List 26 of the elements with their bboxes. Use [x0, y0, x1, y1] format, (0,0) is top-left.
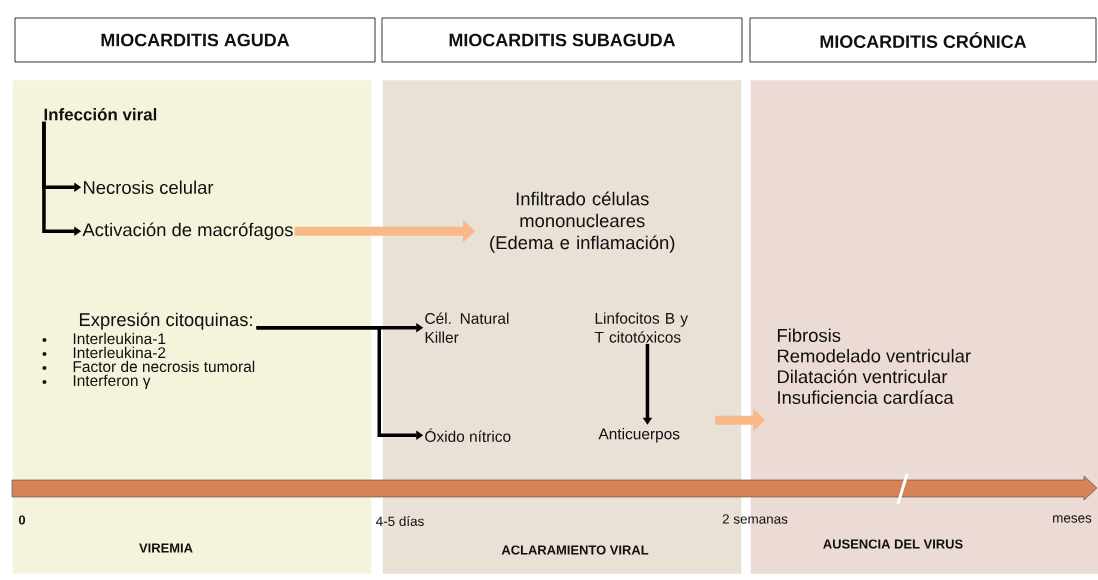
phase-label: VIREMIA [139, 543, 193, 553]
label-text: Necrosis celular [83, 180, 214, 194]
node-label: Factor de necrosis tumoral [73, 360, 255, 373]
timeline-label: 2 semanas [722, 514, 788, 524]
node-label: Expresión citoquinas: [79, 312, 252, 330]
timeline-label: 0 [18, 515, 26, 525]
phase-label: AUSENCIA DEL VIRUS [823, 539, 963, 549]
header-box: MIOCARDITIS AGUDA [14, 17, 376, 63]
phase-label: ACLARAMIENTO VIRAL [501, 545, 649, 555]
bullet-list: Expresión citoquinas: Interleukina-1 Interleukina-2 Factor de necrosis tumoral Interferon γ [42, 312, 255, 390]
heading-text: Infección viral [44, 107, 157, 121]
text-list: Fibrosis Remodelado ventricular Dilatación ventricular Insuficiencia cardíaca [777, 328, 971, 404]
node-label: Interleukina-1 [73, 332, 166, 345]
node-label: Interferon γ [73, 374, 151, 390]
header-box: MIOCARDITIS CRÓNICA [749, 17, 1097, 63]
header-box: MIOCARDITIS SUBAGUDA [381, 17, 743, 63]
label-text: Cél. Natural Killer [425, 312, 509, 343]
label-text: Óxido nítrico [425, 428, 511, 442]
timeline-label: 4-5 días [376, 515, 424, 526]
label-text: Infiltrado células mononucleares (Edema e inflamación) [490, 191, 675, 253]
timeline-label: meses [1053, 515, 1092, 523]
column-panel [11, 78, 373, 576]
label-text: Anticuerpos [598, 428, 680, 443]
node-label: Interleukina-2 [73, 346, 166, 359]
label-text: Activación de macrófagos [82, 222, 293, 240]
label-text: Linfocitos B y T citotóxicos [594, 312, 688, 343]
